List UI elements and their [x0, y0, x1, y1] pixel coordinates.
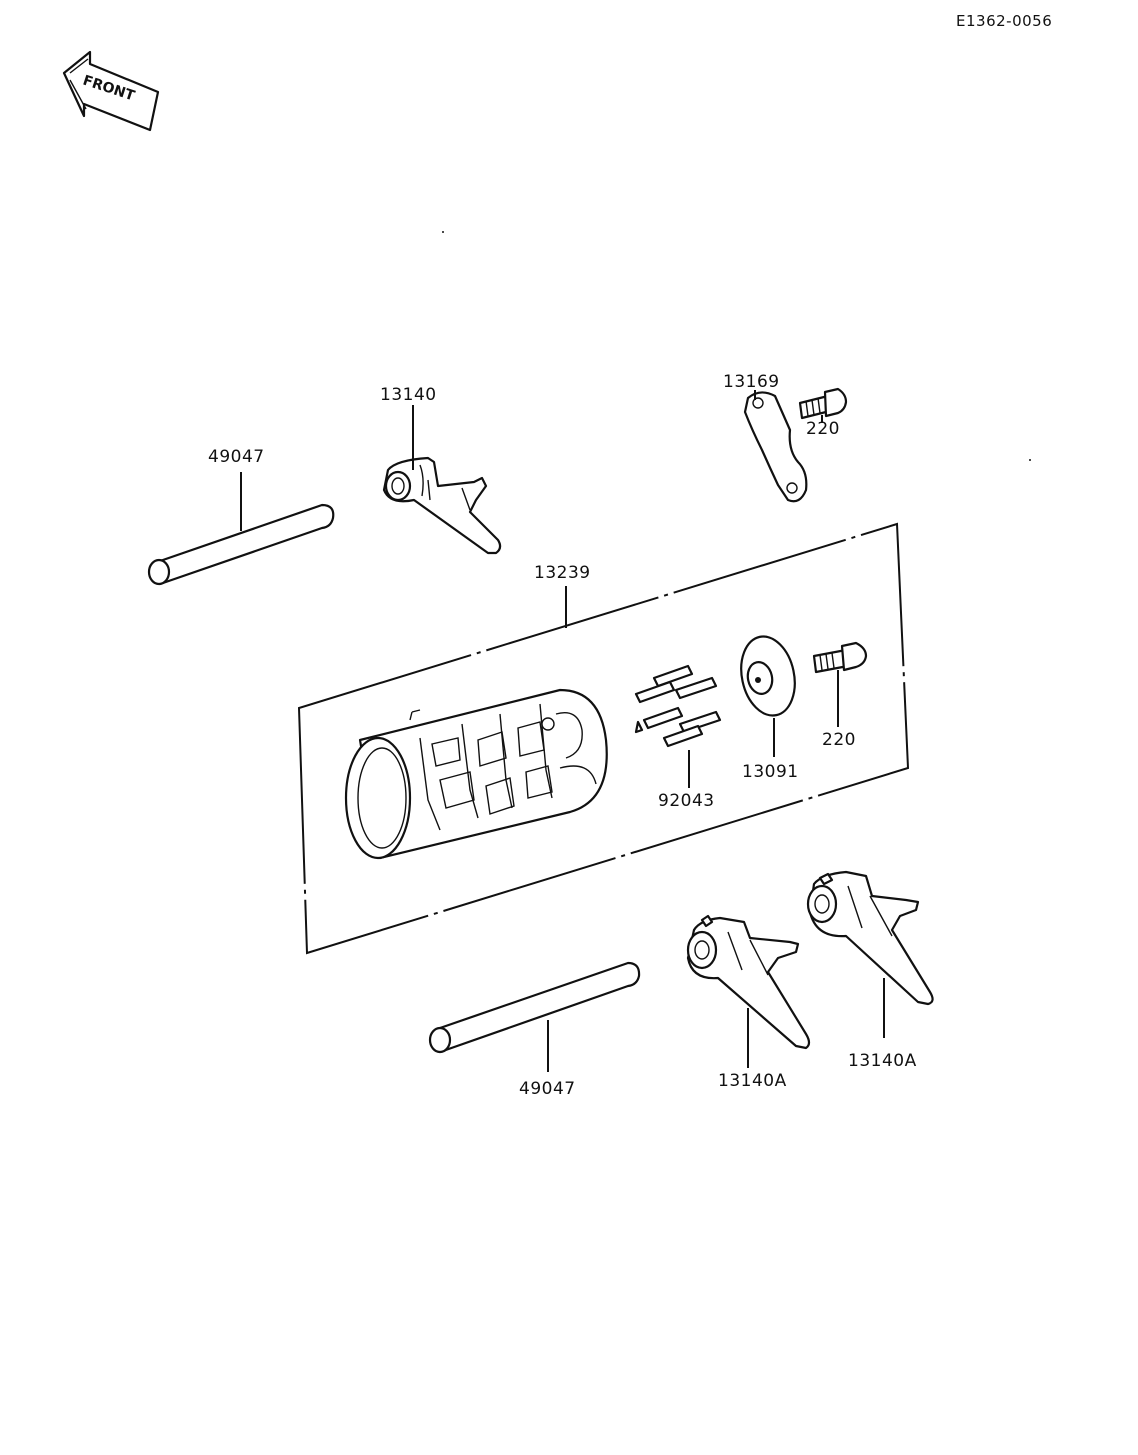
screw-lower: 220 — [812, 641, 868, 750]
label-fork-upper: 13140 — [380, 385, 437, 405]
label-plate: 13169 — [723, 372, 780, 392]
diagram-code: E1362-0056 — [956, 12, 1052, 30]
label-holder: 13091 — [742, 762, 799, 782]
label-screw-upper: 220 — [806, 419, 840, 439]
shaft-lower: 49047 — [428, 961, 641, 1099]
fork-upper: 13140 — [380, 385, 502, 555]
shift-drum — [344, 688, 608, 860]
fork-lower-left: 13140A — [686, 914, 811, 1091]
holder: 13091 — [740, 635, 799, 782]
speck — [1029, 459, 1031, 461]
label-drum-assembly: 13239 — [534, 563, 591, 583]
label-pins: 92043 — [658, 791, 715, 811]
drum-assembly-panel: 13239 — [297, 522, 910, 955]
label-screw-lower: 220 — [822, 730, 856, 750]
screw-upper: 220 — [798, 387, 848, 439]
label-shaft-lower: 49047 — [519, 1079, 576, 1099]
shaft-upper: 49047 — [147, 447, 335, 586]
label-shaft-upper: 49047 — [208, 447, 265, 467]
pins: 92043 — [634, 664, 722, 811]
plate: 13169 — [723, 372, 808, 503]
speck — [442, 231, 444, 233]
fork-lower-right: 13140A — [806, 870, 934, 1071]
label-fork-lower-right: 13140A — [848, 1051, 917, 1071]
label-fork-lower-left: 13140A — [718, 1071, 787, 1091]
front-arrow-icon: FRONT — [62, 50, 160, 132]
